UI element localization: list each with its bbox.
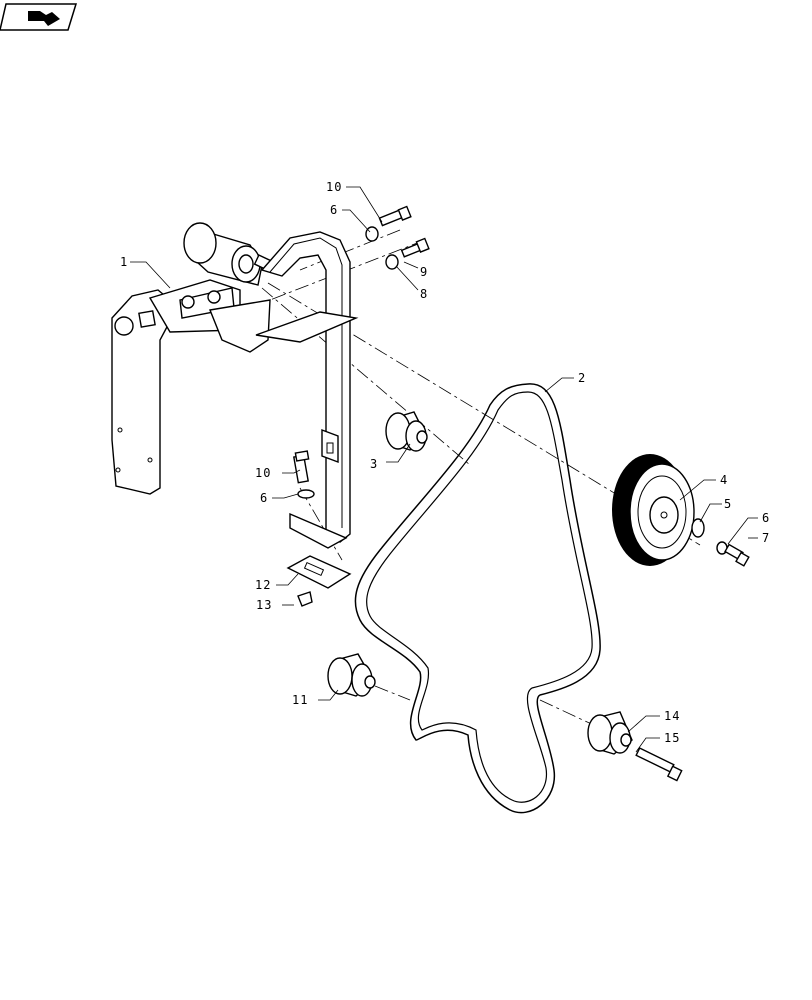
- callout-10-upper: 10: [326, 180, 342, 194]
- callout-14: 14: [664, 709, 680, 723]
- callout-3: 3: [370, 457, 378, 471]
- callout-5: 5: [724, 497, 732, 511]
- callouts: 10 6 1 9 8 2 3 10 6 4 5 6 7 12 13 11 14 …: [120, 180, 770, 745]
- washer-5: [691, 518, 705, 538]
- bracket-assembly: [111, 222, 275, 495]
- callout-6-lower: 6: [260, 491, 268, 505]
- lower-bolt: [293, 450, 315, 499]
- callout-2: 2: [578, 371, 586, 385]
- callout-4: 4: [720, 473, 728, 487]
- callout-6-upper: 6: [330, 203, 338, 217]
- idler-pulley-14: [587, 711, 633, 755]
- callout-7: 7: [762, 531, 770, 545]
- nut: [297, 591, 313, 607]
- callout-15: 15: [664, 731, 680, 745]
- idler-pulley-11: [327, 653, 376, 697]
- callout-9: 9: [420, 265, 428, 279]
- idler-pulley-3: [385, 411, 428, 452]
- support-frame: [255, 231, 359, 549]
- leader-lines: [130, 186, 758, 753]
- bolt-7: [716, 541, 750, 567]
- callout-8: 8: [420, 287, 428, 301]
- callout-13: 13: [256, 598, 272, 612]
- drive-belt: [354, 383, 601, 814]
- plate: [286, 555, 352, 589]
- callout-11: 11: [292, 693, 308, 707]
- callout-6-right: 6: [762, 511, 770, 525]
- callout-12: 12: [255, 578, 271, 592]
- bolt-15: [635, 747, 683, 782]
- callout-10-lower: 10: [255, 466, 271, 480]
- crank-pulley: [612, 454, 695, 566]
- bolt-9: [385, 237, 430, 270]
- page-nav-icon[interactable]: [0, 3, 78, 31]
- callout-1: 1: [120, 255, 128, 269]
- upper-bolt: [365, 205, 412, 242]
